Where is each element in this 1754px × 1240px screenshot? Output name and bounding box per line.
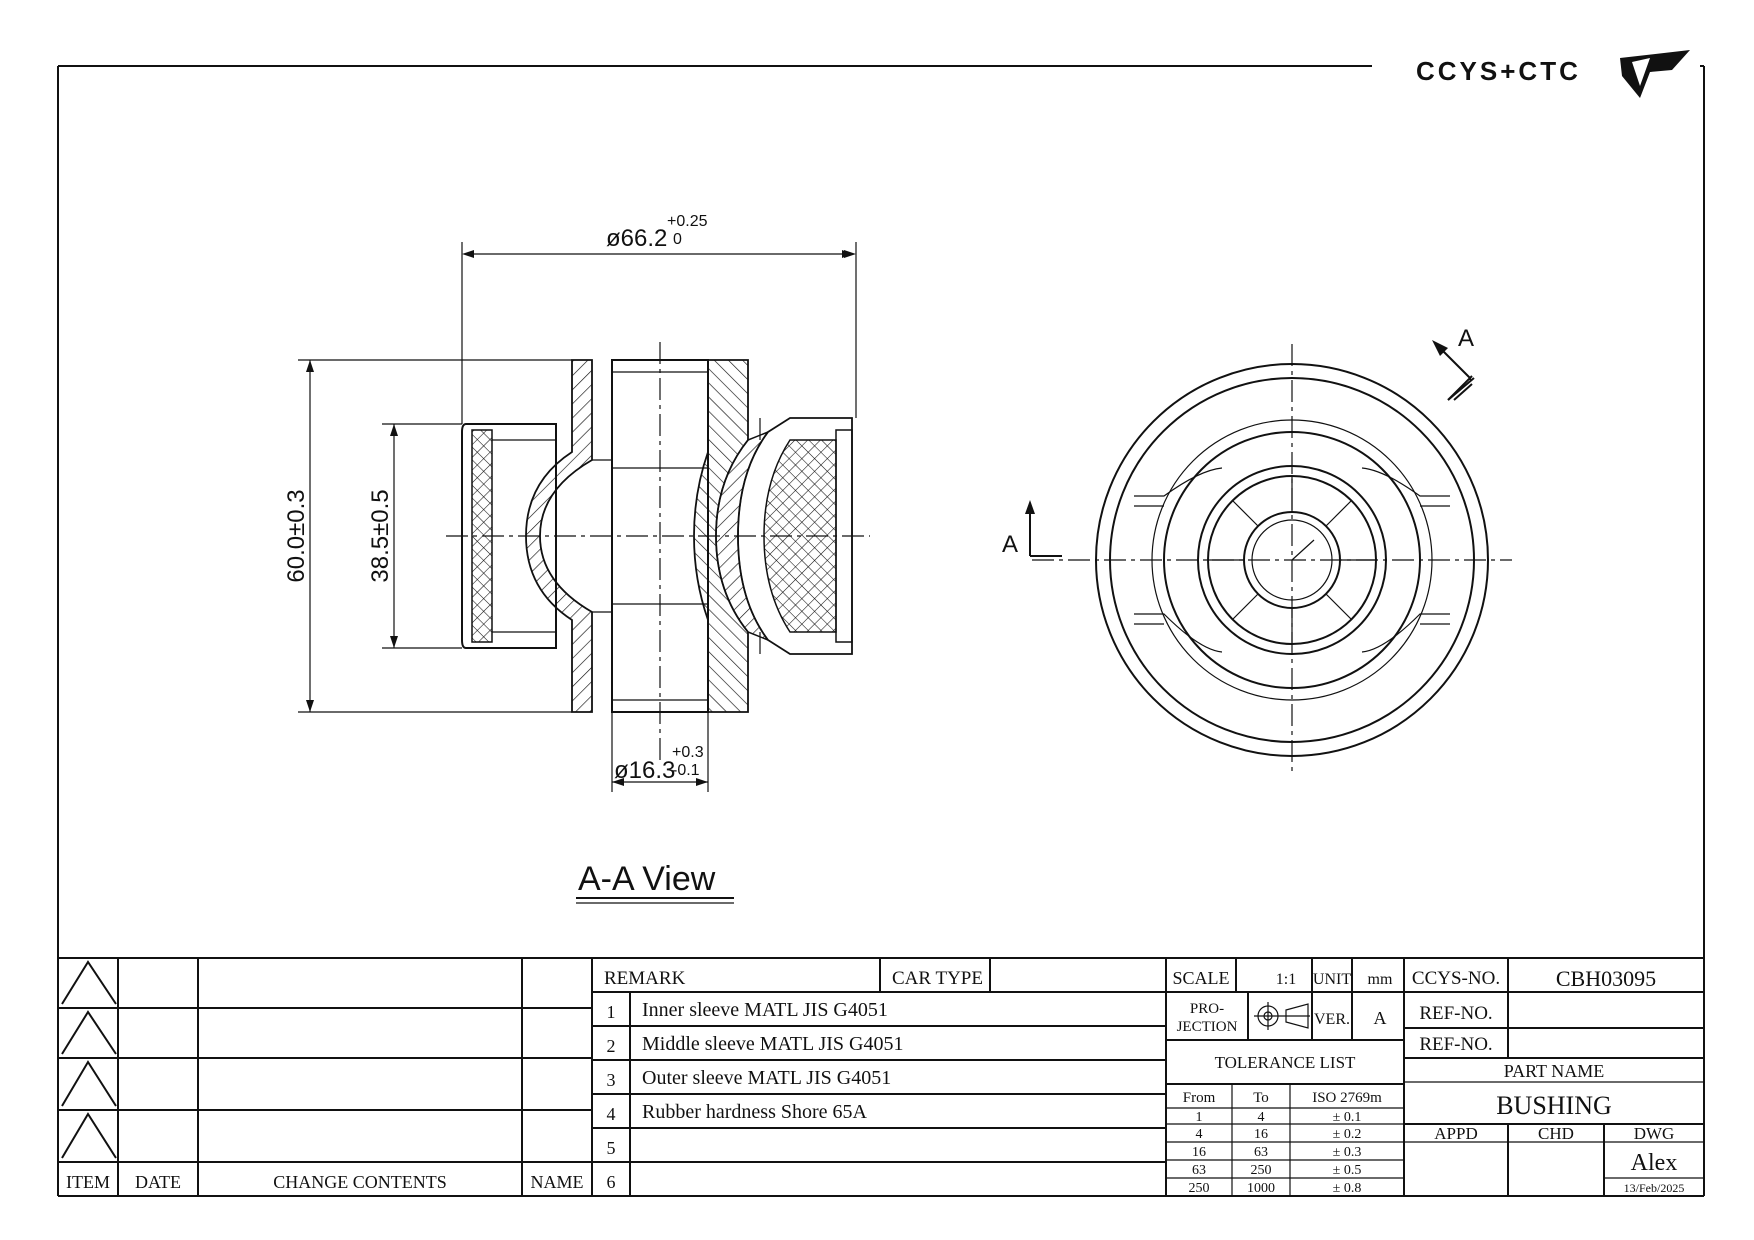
section-label-right: A xyxy=(1458,325,1474,352)
tol-header-to: To xyxy=(1253,1090,1269,1106)
remark-no: 3 xyxy=(607,1070,616,1090)
ccys-no-value: CBH03095 xyxy=(1556,966,1656,991)
scale-value: 1:1 xyxy=(1276,971,1296,988)
logo-bird-icon xyxy=(1620,50,1690,98)
tol-from: 16 xyxy=(1192,1145,1206,1160)
tolerance-title: TOLERANCE LIST xyxy=(1215,1053,1356,1072)
remark-no: 4 xyxy=(607,1104,616,1124)
tol-value: ± 0.5 xyxy=(1333,1163,1362,1178)
tol-from: 4 xyxy=(1196,1127,1203,1142)
unit-value: mm xyxy=(1368,971,1393,988)
car-type-label: CAR TYPE xyxy=(892,968,983,989)
remark-no: 6 xyxy=(607,1172,616,1192)
remark-label: REMARK xyxy=(604,968,686,989)
tol-from: 1 xyxy=(1196,1110,1203,1125)
chd-label: CHD xyxy=(1538,1124,1574,1143)
unit-label: UNIT xyxy=(1313,971,1351,988)
tol-value: ± 0.2 xyxy=(1333,1127,1362,1142)
tol-to: 1000 xyxy=(1247,1181,1275,1196)
part-name-value: BUSHING xyxy=(1496,1091,1612,1120)
part-block: CCYS-NO. CBH03095 REF-NO. REF-NO. PART N… xyxy=(1412,966,1684,1195)
inner-dia-tol-upper: +0.3 xyxy=(672,744,704,761)
ver-value: A xyxy=(1374,1008,1387,1028)
view-title: A-A View xyxy=(576,860,734,904)
ref-no-label: REF-NO. xyxy=(1419,1003,1492,1024)
info-block: SCALE 1:1 UNIT mm PRO- JECTION VER. A TO… xyxy=(1172,968,1393,1196)
header-change: CHANGE CONTENTS xyxy=(273,1172,447,1192)
tol-to: 250 xyxy=(1251,1163,1272,1178)
remark-text: Outer sleeve MATL JIS G4051 xyxy=(642,1067,891,1089)
ver-label: VER. xyxy=(1314,1011,1350,1028)
section-view xyxy=(446,342,870,760)
drawing-date: 13/Feb/2025 xyxy=(1624,1181,1685,1195)
header-item: ITEM xyxy=(66,1172,110,1192)
brand-logo: CCYS+CTC xyxy=(1416,50,1690,98)
projection-label-1: PRO- xyxy=(1190,1001,1224,1017)
section-markers: A A xyxy=(1002,325,1475,558)
remark-text: Inner sleeve MATL JIS G4051 xyxy=(642,999,888,1021)
revision-headers: ITEM DATE CHANGE CONTENTS NAME xyxy=(66,1172,584,1192)
ccys-no-label: CCYS-NO. xyxy=(1412,968,1500,989)
outer-dia-label: ø66.2 xyxy=(606,225,667,252)
tol-value: ± 0.3 xyxy=(1333,1145,1362,1160)
tol-from: 250 xyxy=(1189,1181,1210,1196)
part-name-label: PART NAME xyxy=(1504,1061,1604,1081)
projection-symbol-icon xyxy=(1254,1002,1310,1030)
height-inner-label: 38.5±0.5 xyxy=(367,489,394,582)
projection-label-2: JECTION xyxy=(1177,1019,1238,1035)
tol-value: ± 0.1 xyxy=(1333,1110,1362,1125)
inner-dia-label: ø16.3 xyxy=(614,757,675,784)
remark-no: 2 xyxy=(607,1036,616,1056)
dimension-lines xyxy=(298,242,857,792)
remarks-block: REMARK CAR TYPE 1 Inner sleeve MATL JIS … xyxy=(604,968,983,1192)
section-label-left: A xyxy=(1002,531,1018,558)
scale-label: SCALE xyxy=(1172,968,1229,988)
view-title-text: A-A View xyxy=(578,860,716,898)
logo-text: CCYS+CTC xyxy=(1416,56,1581,86)
remark-no: 5 xyxy=(607,1138,616,1158)
remark-text: Rubber hardness Shore 65A xyxy=(642,1101,868,1123)
ref-no-label: REF-NO. xyxy=(1419,1034,1492,1055)
end-view xyxy=(1032,344,1512,776)
outer-dia-tol-upper: +0.25 xyxy=(667,213,708,230)
remark-no: 1 xyxy=(607,1002,616,1022)
remark-text: Middle sleeve MATL JIS G4051 xyxy=(642,1033,903,1055)
header-name: NAME xyxy=(531,1172,584,1192)
dimension-labels: ø66.2 +0.25 0 60.0±0.3 38.5±0.5 ø16.3 +0… xyxy=(283,213,708,784)
dwg-label: DWG xyxy=(1634,1124,1675,1143)
dwg-name: Alex xyxy=(1631,1150,1678,1176)
tol-from: 63 xyxy=(1192,1163,1206,1178)
tol-to: 63 xyxy=(1254,1145,1268,1160)
tol-header-from: From xyxy=(1183,1090,1216,1106)
outer-dia-tol-lower: 0 xyxy=(673,231,682,248)
tol-to: 16 xyxy=(1254,1127,1268,1142)
sheet-border xyxy=(57,65,1705,1197)
tol-to: 4 xyxy=(1258,1110,1265,1125)
height-outer-label: 60.0±0.3 xyxy=(283,489,310,582)
tol-header-iso: ISO 2769m xyxy=(1312,1090,1382,1106)
tol-value: ± 0.8 xyxy=(1333,1181,1362,1196)
title-block-grid xyxy=(58,957,1704,1196)
appd-label: APPD xyxy=(1434,1124,1477,1143)
inner-dia-tol-lower: -0.1 xyxy=(672,762,700,779)
header-date: DATE xyxy=(135,1172,181,1192)
